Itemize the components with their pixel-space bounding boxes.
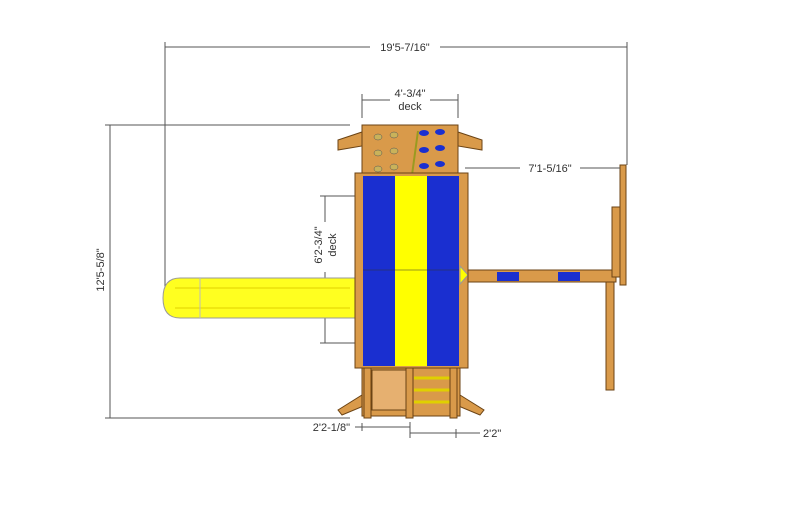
deck-depth-dimension: 6'2-3/4" deck [312,195,355,344]
ladder [337,367,485,419]
overall-depth-dimension: 12'5-5/8" [95,124,350,419]
tube-slide [162,277,356,319]
ladder-width-left-label: 2'2-1/8" [313,422,350,434]
ladder-width-dimensions: 2'2-1/8" 2'2" [313,422,501,440]
swing-offset-dimension: 7'1-5/16" [465,163,620,175]
overall-width-dimension: 19'5-7/16" [164,42,628,290]
overall-width-label: 19'5-7/16" [380,42,430,54]
deck-depth-caption: deck [327,233,339,257]
rock-wall [337,124,483,176]
deck-width-label: 4'-3/4" [394,88,425,100]
deck-width-dimension: 4'-3/4" deck [361,88,459,118]
swing-offset-label: 7'1-5/16" [528,163,571,175]
deck-width-caption: deck [398,101,422,113]
swing-beam [459,164,627,391]
ladder-width-right-label: 2'2" [483,428,501,440]
deck-roof [354,172,469,369]
deck-depth-label: 6'2-3/4" [313,226,325,263]
overall-depth-label: 12'5-5/8" [95,248,107,291]
